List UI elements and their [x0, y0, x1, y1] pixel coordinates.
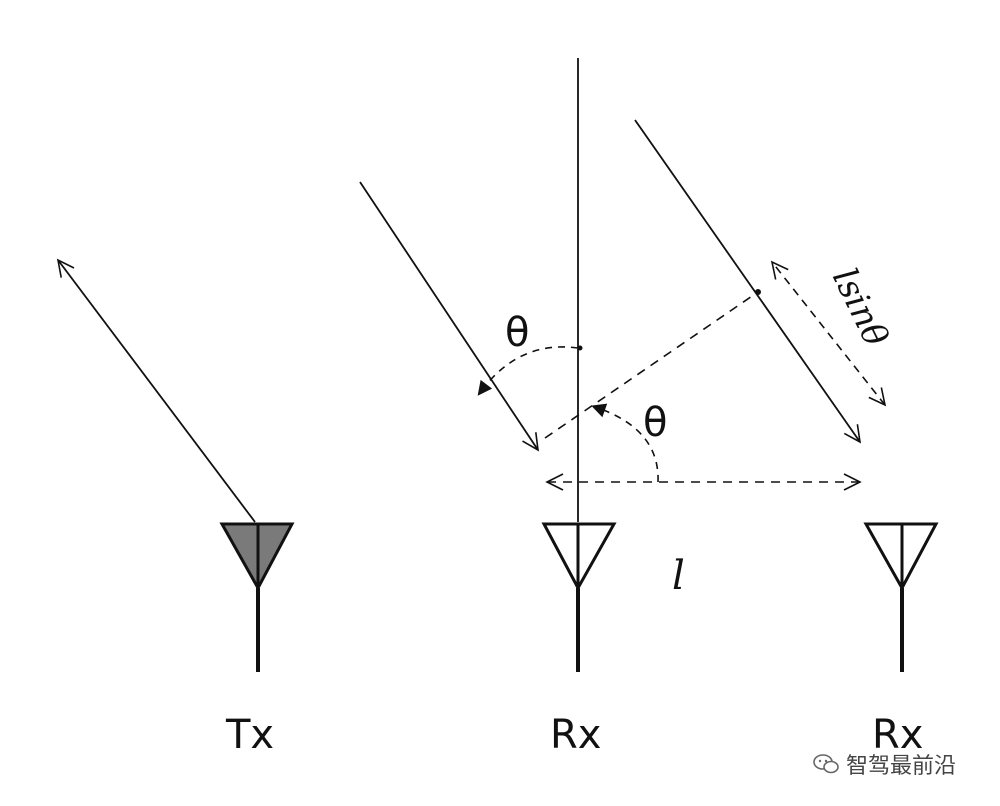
wavefront-line — [544, 291, 759, 439]
theta-arc-upper — [477, 346, 579, 396]
theta-upper-label: θ — [505, 310, 530, 356]
theta-lower-label: θ — [643, 400, 668, 446]
rx1-label: Rx — [550, 712, 602, 758]
normal-dot — [577, 345, 583, 351]
incoming-ray-rx1 — [359, 181, 539, 452]
spacing-label: l — [672, 553, 685, 599]
wechat-icon — [813, 754, 839, 774]
rx2-antenna — [863, 522, 939, 672]
watermark: 智驾最前沿 — [812, 748, 956, 780]
rx2-label: Rx — [872, 712, 924, 758]
path-difference-dimension — [770, 260, 887, 407]
wavefront-intersection-dot — [755, 289, 761, 295]
tx-ray — [56, 258, 256, 523]
rx1-antenna — [541, 522, 617, 672]
tx-antenna — [219, 522, 295, 672]
watermark-text: 智驾最前沿 — [846, 754, 957, 779]
tx-label: Tx — [226, 712, 275, 758]
